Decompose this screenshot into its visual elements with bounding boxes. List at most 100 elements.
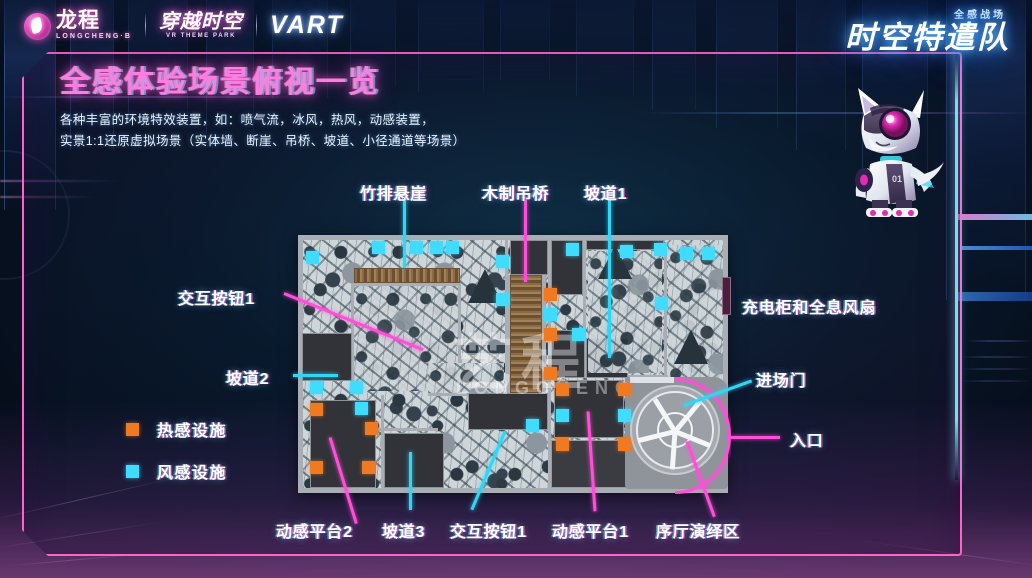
leader-entrance [728, 436, 780, 439]
heat-marker[interactable] [310, 403, 323, 416]
label-interact-button-1-left: 交互按钮1 [178, 291, 255, 308]
heat-marker[interactable] [544, 288, 557, 301]
wind-marker[interactable] [618, 409, 631, 422]
svg-text:01: 01 [892, 174, 902, 184]
wall-partition-v1 [351, 283, 354, 393]
wall-partition-v5 [583, 240, 586, 375]
heat-marker[interactable] [365, 422, 378, 435]
wind-marker[interactable] [430, 241, 443, 254]
panel-right-accent-edge [955, 50, 958, 480]
floor-texture-room-d [428, 363, 504, 393]
cyan-swatch-icon [126, 464, 139, 478]
wind-marker[interactable] [572, 328, 585, 341]
entry-door-opening [630, 377, 674, 383]
wind-marker[interactable] [496, 293, 509, 306]
legend-label-wind: 风感设施 [157, 465, 228, 482]
label-ramp-3: 坡道3 [382, 524, 426, 541]
subtitle-line-1: 各种丰富的环境特效装置，如：喷气流，冰风，热风，动感装置， [60, 112, 435, 127]
longcheng-logo-en: LONGCHENG·B [56, 33, 132, 40]
wind-marker[interactable] [620, 245, 633, 258]
wind-marker[interactable] [702, 247, 715, 260]
wall-outer-right [723, 235, 728, 493]
vr-theme-park-logo-en: VR THEME PARK [165, 32, 237, 39]
label-entrance: 入口 [790, 433, 824, 450]
heat-marker[interactable] [544, 367, 557, 380]
leader-ramp-1 [608, 200, 611, 358]
flame-icon [24, 13, 51, 40]
label-wooden-bridge: 木制吊桥 [482, 186, 550, 203]
wind-marker[interactable] [350, 381, 363, 394]
legend-item-wind: 风感设施 [126, 460, 227, 482]
orange-swatch-icon [126, 422, 139, 436]
wind-marker[interactable] [446, 241, 459, 254]
longcheng-logo[interactable]: 龙程 LONGCHENG·B [24, 10, 132, 40]
wind-marker[interactable] [496, 255, 509, 268]
top-brand-bar: 龙程 LONGCHENG·B 穿越时空 VR THEME PARK VART [0, 0, 1032, 58]
label-entry-door: 进场门 [756, 373, 807, 390]
label-motion-platform-1: 动感平台1 [552, 524, 629, 541]
label-ramp-1: 坡道1 [584, 186, 628, 203]
mascot-character: 01 [832, 80, 950, 220]
floor-texture-room-a [354, 286, 458, 391]
bamboo-cliff-boardwalk [354, 268, 460, 283]
series-title: 全感战场 时空特遣队 [845, 6, 1010, 53]
leader-ramp-3 [409, 452, 412, 510]
dark-room-top-center [510, 240, 548, 275]
wind-marker[interactable] [544, 308, 557, 321]
label-motion-platform-2: 动感平台2 [276, 524, 353, 541]
label-ramp-2: 坡道2 [226, 371, 270, 388]
charging-cabinet [722, 277, 731, 315]
headline-block: 全感体验场景俯视一览 各种丰富的环境特效装置，如：喷气流，冰风，热风，动感装置，… [60, 66, 466, 153]
label-interact-button-1-bottom: 交互按钮1 [450, 524, 527, 541]
wall-partition-h3 [551, 375, 726, 378]
wind-marker[interactable] [526, 419, 539, 432]
mascot-icon: 01 [855, 88, 944, 217]
heat-marker[interactable] [362, 461, 375, 474]
venue-floorplan[interactable]: 艺程 LONGCHENG [298, 235, 731, 493]
label-lobby-show-area: 序厅演绎区 [656, 524, 741, 541]
legend-item-heat: 热感设施 [126, 418, 227, 440]
vr-theme-park-logo-cn: 穿越时空 [159, 10, 243, 33]
wind-marker[interactable] [355, 402, 368, 415]
vart-logo[interactable]: VART [270, 10, 344, 39]
heat-marker[interactable] [310, 461, 323, 474]
ramp-2-platform [302, 333, 352, 381]
leader-wooden-bridge [524, 200, 527, 282]
leader-bamboo-cliff [403, 200, 406, 268]
wind-marker[interactable] [310, 381, 323, 394]
vr-theme-park-logo[interactable]: 穿越时空 VR THEME PARK [159, 10, 243, 39]
heat-marker[interactable] [556, 438, 569, 451]
heat-marker[interactable] [618, 383, 631, 396]
wind-marker[interactable] [372, 241, 385, 254]
heat-marker[interactable] [556, 383, 569, 396]
wooden-suspension-bridge [510, 275, 542, 398]
wind-marker[interactable] [654, 243, 667, 256]
label-bamboo-cliff: 竹排悬崖 [360, 186, 428, 203]
wall-outer-left [298, 235, 303, 493]
leader-ramp-2 [293, 374, 338, 377]
wind-marker[interactable] [655, 297, 668, 310]
heat-marker[interactable] [544, 328, 557, 341]
longcheng-logo-cn: 龙程 [56, 9, 100, 32]
legend-label-heat: 热感设施 [157, 423, 228, 440]
series-main-title: 时空特遣队 [845, 20, 1010, 55]
series-subtitle: 全感战场 [954, 10, 1006, 21]
wall-partition-h1 [351, 283, 461, 286]
obstacle-triangle-2 [674, 330, 708, 364]
label-charging-cabinet-holo-fan: 充电柜和全息风扇 [742, 300, 877, 317]
wind-marker[interactable] [680, 247, 693, 260]
wind-marker[interactable] [306, 251, 319, 264]
subtitle-line-2: 实景1:1还原虚拟场景（实体墙、断崖、吊桥、坡道、小径通道等场景） [60, 134, 466, 148]
wind-marker[interactable] [556, 409, 569, 422]
wind-marker[interactable] [410, 241, 423, 254]
wind-marker[interactable] [566, 243, 579, 256]
brand-logos: 龙程 LONGCHENG·B 穿越时空 VR THEME PARK VART [24, 10, 344, 40]
heat-marker[interactable] [618, 438, 631, 451]
ramp-3-area [384, 433, 444, 488]
legend: 热感设施 风感设施 [126, 418, 227, 502]
brand-divider-2 [256, 12, 257, 38]
page-title: 全感体验场景俯视一览 [60, 66, 380, 99]
wall-partition-v2 [458, 283, 461, 393]
wall-outer-top [298, 235, 728, 240]
